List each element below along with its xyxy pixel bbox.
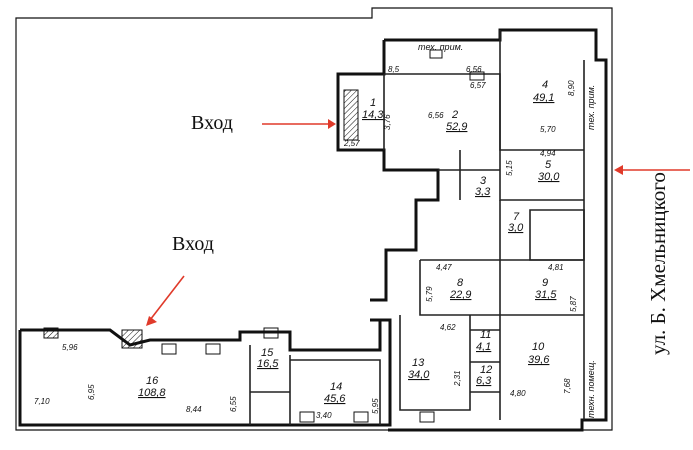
building-walls [18,28,608,432]
entrance-label-bottom: Вход [172,233,214,255]
site-boundary [15,7,613,431]
svg-text:7: 7 [513,211,520,223]
svg-text:6,3: 6,3 [476,375,492,387]
room-8: 8 22,9 [449,277,471,301]
svg-text:34,0: 34,0 [408,369,430,381]
svg-text:5,15: 5,15 [505,160,514,176]
svg-text:3,0: 3,0 [508,222,524,234]
svg-text:5,79: 5,79 [425,286,434,302]
stairs [43,89,359,349]
svg-text:9: 9 [542,277,548,289]
street-arrow [614,165,690,175]
tech-room-label-right: тех. прим. [586,85,596,130]
room-5: 5 30,0 [538,159,560,183]
room-9: 9 31,5 [535,277,557,301]
svg-text:4,81: 4,81 [548,263,564,272]
room-11: 11 4,1 [476,329,491,353]
room-10: 10 39,6 [528,341,550,366]
entrance-label-top: Вход [191,112,233,134]
svg-text:7,68: 7,68 [563,378,572,394]
room-7: 7 3,0 [508,211,524,234]
svg-text:5,87: 5,87 [569,296,578,312]
dimension-labels: 8,5 6,56 6,57 3,76 6,56 2,57 8,90 5,70 4… [34,65,578,420]
svg-text:3,3: 3,3 [475,186,491,198]
svg-text:6,57: 6,57 [470,81,486,90]
svg-text:6,55: 6,55 [229,396,238,412]
room-14: 14 45,6 [324,381,346,405]
tech-room-label-top: тех. прим. [418,42,463,52]
svg-text:4,47: 4,47 [436,263,452,272]
room-12: 12 6,3 [476,364,492,387]
room-4: 4 49,1 [533,79,554,104]
svg-text:31,5: 31,5 [535,289,557,301]
svg-text:8,90: 8,90 [567,80,576,96]
room-1: 1 14,3 [362,97,384,121]
svg-text:39,6: 39,6 [528,354,550,366]
svg-text:22,9: 22,9 [449,289,471,301]
svg-text:13: 13 [412,357,425,369]
svg-text:7,10: 7,10 [34,397,50,406]
svg-text:5,95: 5,95 [371,398,380,414]
room-13: 13 34,0 [408,357,430,381]
svg-text:6,56: 6,56 [466,65,482,74]
svg-text:8,44: 8,44 [186,405,202,414]
svg-text:5: 5 [545,159,552,171]
svg-text:4,1: 4,1 [476,341,491,353]
svg-text:49,1: 49,1 [533,92,554,104]
svg-text:14: 14 [330,381,342,393]
windows [161,49,485,423]
svg-text:12: 12 [480,364,492,376]
svg-text:2,31: 2,31 [453,370,462,387]
svg-text:8,5: 8,5 [388,65,400,74]
svg-text:3,76: 3,76 [383,114,392,130]
entrance-arrow-bottom [146,275,185,326]
room-2: 2 52,9 [446,109,467,133]
svg-text:11: 11 [480,329,491,341]
room-16: 16 108,8 [138,375,166,399]
svg-text:4,62: 4,62 [440,323,456,332]
svg-text:6,56: 6,56 [428,111,444,120]
svg-text:4,94: 4,94 [540,149,556,158]
svg-text:15: 15 [261,347,274,359]
svg-text:6,95: 6,95 [87,384,96,400]
svg-text:3: 3 [480,175,487,187]
svg-text:10: 10 [532,341,545,353]
svg-text:16: 16 [146,375,159,387]
svg-text:5,96: 5,96 [62,343,78,352]
room-15: 15 16,5 [257,347,279,370]
svg-text:16,5: 16,5 [257,358,279,370]
svg-text:2: 2 [451,109,458,121]
svg-text:4: 4 [542,79,548,91]
tech-room-label-bottom: техн. помещ. [586,360,596,418]
svg-text:30,0: 30,0 [538,171,560,183]
entrance-arrow-top [262,119,336,129]
svg-text:2,57: 2,57 [343,139,360,148]
svg-text:5,70: 5,70 [540,125,556,134]
room-3: 3 3,3 [475,175,491,198]
street-label: ул. Б. Хмельницкого [646,172,670,355]
svg-text:108,8: 108,8 [138,387,166,399]
svg-text:3,40: 3,40 [316,411,332,420]
svg-text:14,3: 14,3 [362,109,384,121]
svg-text:1: 1 [370,97,376,109]
svg-text:4,80: 4,80 [510,389,526,398]
svg-text:8: 8 [457,277,464,289]
svg-text:52,9: 52,9 [446,121,467,133]
svg-text:45,6: 45,6 [324,393,346,405]
